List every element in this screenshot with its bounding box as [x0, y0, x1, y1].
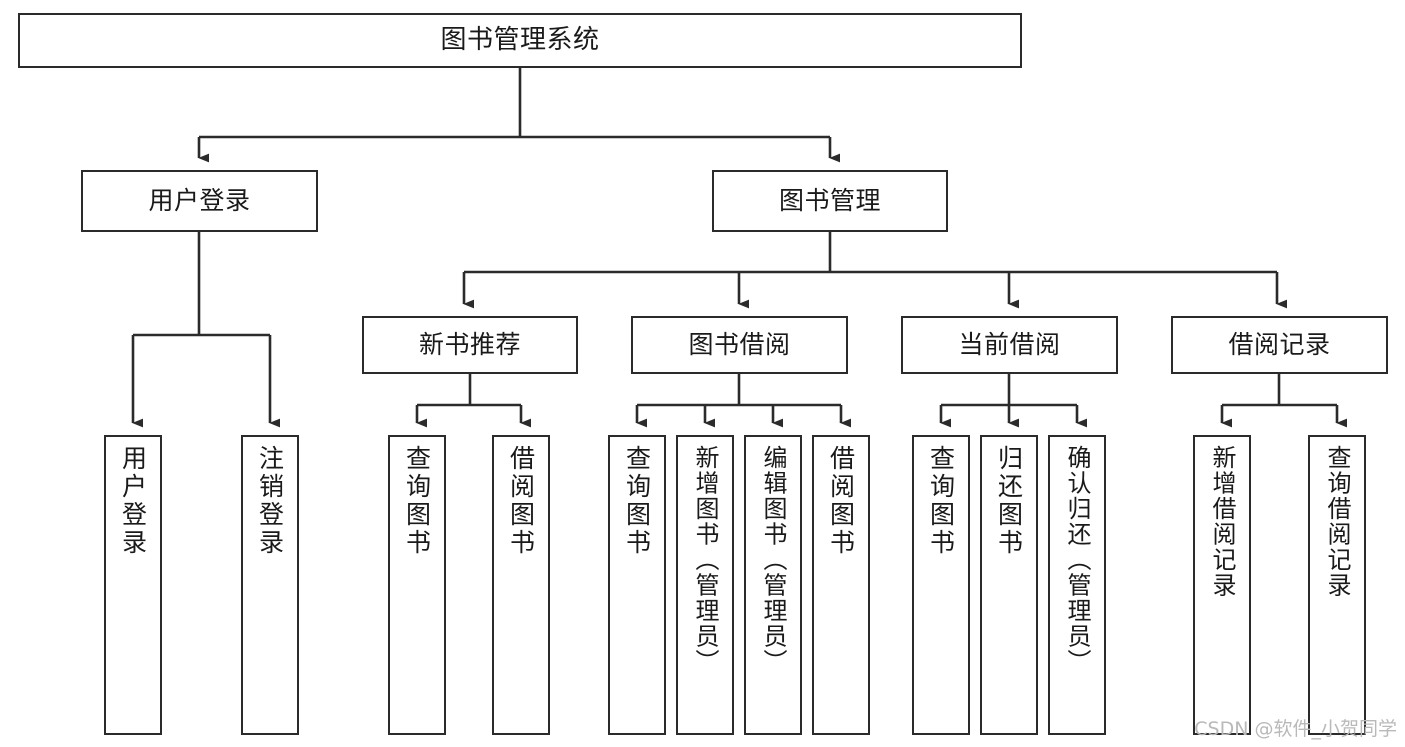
node-label: 查询图书: [402, 445, 432, 557]
node-label: 注销登录: [255, 445, 285, 557]
node-label: 借阅图书: [506, 445, 536, 557]
node-label: 查询图书: [622, 445, 652, 557]
leaf-borrow-query-book[interactable]: 查询图书: [608, 435, 666, 735]
node-label: 新增图书（管理员）: [691, 445, 719, 675]
leaf-current-confirm-return-admin[interactable]: 确认归还（管理员）: [1048, 435, 1106, 735]
leaf-user-login[interactable]: 用户登录: [104, 435, 162, 735]
watermark: CSDN @软件_小贺同学: [1194, 718, 1397, 740]
node-label: 图书借阅: [688, 330, 791, 359]
node-label: 用户登录: [148, 186, 251, 215]
node-user-login[interactable]: 用户登录: [81, 170, 318, 232]
leaf-current-return-book[interactable]: 归还图书: [980, 435, 1038, 735]
node-current-borrow[interactable]: 当前借阅: [901, 316, 1118, 374]
node-label: 新增借阅记录: [1208, 445, 1236, 598]
leaf-record-query-borrow-record[interactable]: 查询借阅记录: [1308, 435, 1366, 735]
leaf-record-add-borrow-record[interactable]: 新增借阅记录: [1193, 435, 1251, 735]
leaf-logout[interactable]: 注销登录: [241, 435, 299, 735]
leaf-borrow-borrow-book[interactable]: 借阅图书: [812, 435, 870, 735]
node-label: 借阅图书: [826, 445, 856, 557]
node-label: 图书管理: [778, 186, 881, 215]
leaf-borrow-add-book-admin[interactable]: 新增图书（管理员）: [676, 435, 734, 735]
node-label: 借阅记录: [1228, 330, 1331, 359]
leaf-borrow-edit-book-admin[interactable]: 编辑图书（管理员）: [744, 435, 802, 735]
node-root-book-management-system[interactable]: 图书管理系统: [18, 13, 1022, 68]
node-label: 查询借阅记录: [1323, 445, 1351, 598]
leaf-newbook-query-book[interactable]: 查询图书: [388, 435, 446, 735]
node-book-management[interactable]: 图书管理: [712, 170, 948, 232]
node-label: 归还图书: [994, 445, 1024, 557]
node-label: 用户登录: [118, 445, 148, 557]
node-new-book-recommend[interactable]: 新书推荐: [362, 316, 578, 374]
node-label: 确认归还（管理员）: [1063, 445, 1091, 675]
node-label: 查询图书: [926, 445, 956, 557]
node-label: 图书管理系统: [440, 24, 600, 55]
node-borrow-record[interactable]: 借阅记录: [1171, 316, 1388, 374]
leaf-newbook-borrow-book[interactable]: 借阅图书: [492, 435, 550, 735]
leaf-current-query-book[interactable]: 查询图书: [912, 435, 970, 735]
node-label: 新书推荐: [418, 330, 521, 359]
node-label: 编辑图书（管理员）: [759, 445, 787, 675]
node-book-borrow[interactable]: 图书借阅: [631, 316, 848, 374]
node-label: 当前借阅: [958, 330, 1061, 359]
